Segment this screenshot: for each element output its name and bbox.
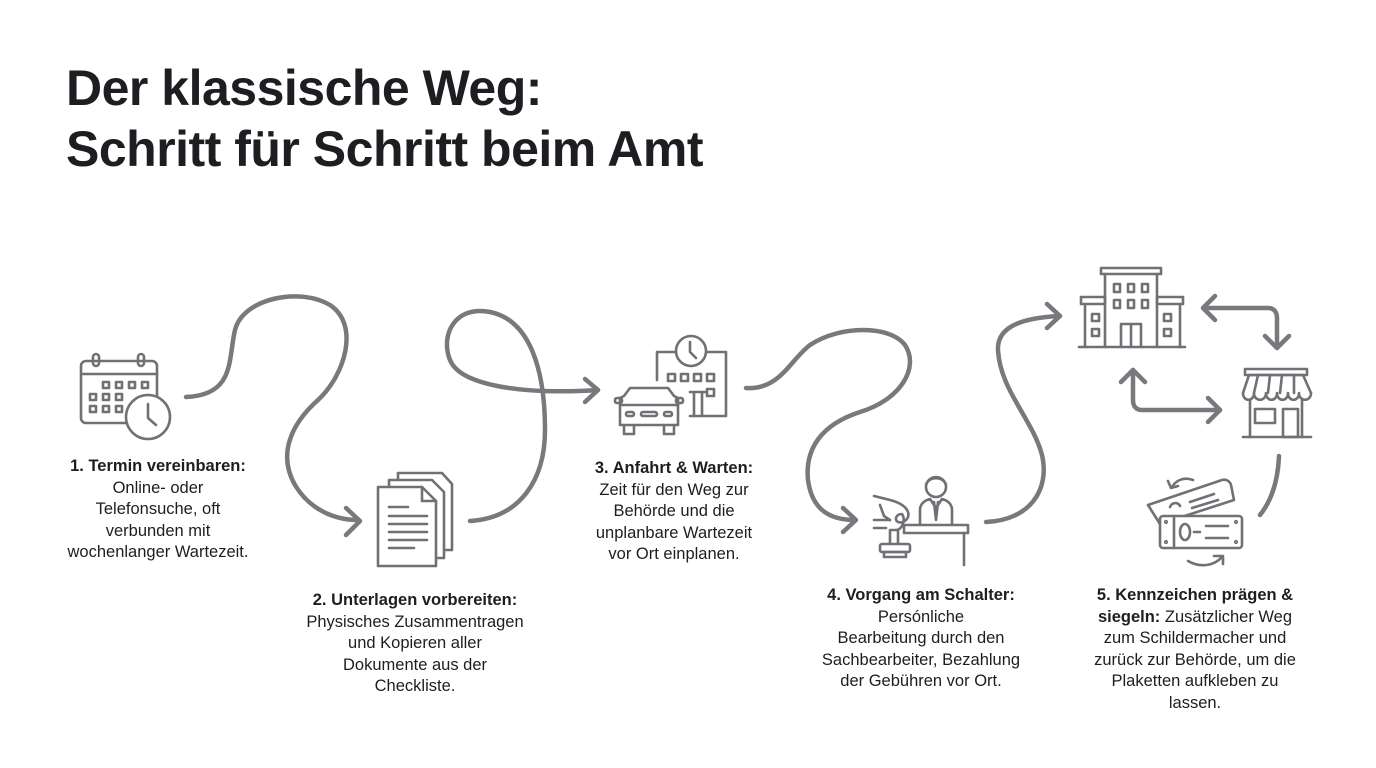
- license-plates-icon: [1146, 477, 1244, 567]
- step-3-line: vor Ort einplanen.: [608, 545, 740, 563]
- step-4-line: Sachbearbeiter, Bezahlung: [821, 650, 1021, 669]
- calendar-clock-icon: [79, 352, 172, 441]
- office-building-icon: [1077, 266, 1187, 349]
- step-5-line: zurück zur Behörde, um die: [1094, 650, 1296, 669]
- clerk-stamp-icon: [872, 475, 970, 567]
- step-1-line: verbunden mit: [105, 521, 211, 540]
- step-4-heading: 4. Vorgang am Schalter:: [827, 586, 1015, 604]
- step-2-line: Checkliste.: [374, 677, 456, 695]
- step-1-line: wochenlanger Wartezeit.: [67, 543, 249, 561]
- step-1: 1. Termin vereinbaren: Online- oder Tele…: [40, 456, 276, 564]
- step-1-line: Telefonsuche, oft: [95, 500, 221, 518]
- title-line-1: Der klassische Weg:: [66, 60, 542, 116]
- shop-storefront-icon: [1241, 367, 1313, 439]
- page-title: Der klassische Weg: Schritt für Schritt …: [66, 58, 703, 180]
- step-5: 5. Kennzeichen prägen & siegeln: Zusätzl…: [1066, 585, 1324, 714]
- step-1-heading: 1. Termin vereinbaren:: [70, 457, 246, 475]
- step-5-line: Zusätzlicher Weg: [1160, 607, 1293, 626]
- bidirectional-arrows-icon: [1118, 293, 1292, 425]
- documents-stack-icon: [376, 471, 454, 568]
- step-5-heading: 5. Kennzeichen prägen &: [1096, 586, 1294, 604]
- step-3-line: Behörde und die: [613, 502, 735, 520]
- step-5-line: lassen.: [1168, 693, 1222, 712]
- step-5-heading-cont: siegeln:: [1097, 607, 1161, 626]
- step-1-line: Online- oder: [112, 478, 204, 497]
- step-3: 3. Anfahrt & Warten: Zeit für den Weg zu…: [568, 458, 780, 566]
- step-4-line: Bearbeitung durch den: [837, 629, 1005, 647]
- flow-arrow-to-plates: [1257, 453, 1282, 518]
- step-4-line: der Gebühren vor Ort.: [840, 672, 1002, 690]
- step-2-line: und Kopieren aller: [348, 634, 482, 652]
- step-2: 2. Unterlagen vorbereiten: Physisches Zu…: [275, 590, 555, 698]
- flow-arrow-3-4: [743, 327, 913, 535]
- car-building-clock-icon: [613, 334, 728, 436]
- step-2-line: Physisches Zusammentragen: [306, 612, 524, 631]
- step-2-heading: 2. Unterlagen vorbereiten:: [312, 591, 518, 609]
- flow-arrow-2-3: [444, 308, 601, 524]
- step-3-line: Zeit für den Weg zur: [599, 480, 749, 499]
- step-2-line: Dokumente aus der: [343, 655, 487, 674]
- step-3-line: unplanbare Wartezeit: [595, 523, 753, 542]
- step-5-line: zum Schildermacher und: [1103, 629, 1287, 647]
- step-5-line: Plaketten aufkleben zu: [1111, 672, 1279, 690]
- flow-arrow-4-5: [983, 301, 1063, 525]
- step-4: 4. Vorgang am Schalter: Persónliche Bear…: [795, 585, 1047, 693]
- step-4-line: Persónliche: [877, 607, 965, 626]
- step-3-heading: 3. Anfahrt & Warten:: [594, 459, 754, 477]
- flow-arrow-1-2: [183, 294, 363, 538]
- title-line-2: Schritt für Schritt beim Amt: [66, 121, 703, 177]
